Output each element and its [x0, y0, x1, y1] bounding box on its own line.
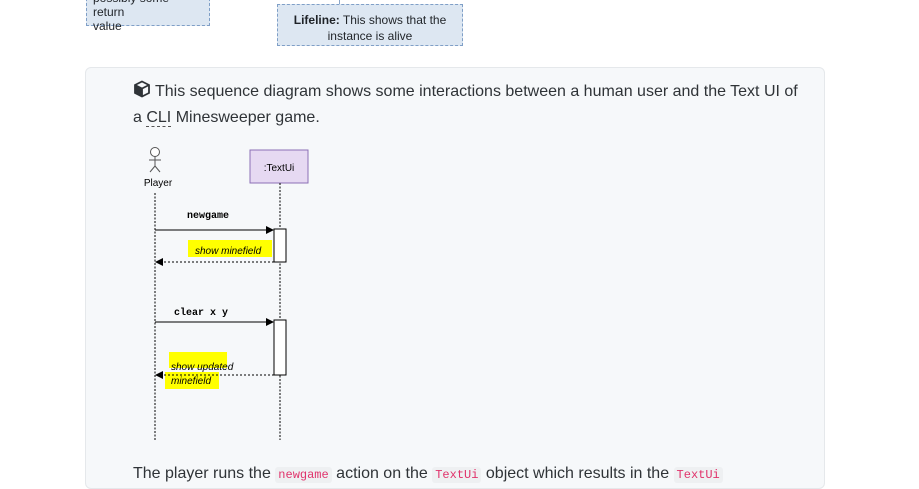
activation-bar-1 — [273, 228, 287, 263]
explanation-paragraph: The player runs the newgame action on th… — [133, 462, 833, 487]
return-show-updated: show updated — [171, 362, 234, 373]
highlight-return-2a — [169, 352, 227, 368]
lifeline-note-label: Lifeline: — [293, 13, 340, 27]
cli-abbreviation[interactable]: CLI — [146, 109, 172, 127]
explanation-text-3: object which results in the — [481, 465, 674, 482]
description-text-before: This sequence diagram shows some interac… — [133, 83, 798, 126]
sequence-diagram: Player :TextUi newgame show minefield cl… — [144, 147, 309, 440]
return-show-minefield: show minefield — [195, 246, 262, 257]
lifeline-note-connector — [339, 0, 340, 6]
code-textui-2: TextUi — [673, 467, 723, 483]
return-note-line2: value — [93, 19, 122, 33]
code-textui: TextUi — [432, 467, 482, 483]
textui-object-box — [249, 149, 309, 184]
message-newgame: newgame — [187, 211, 229, 222]
activation-bar-2 — [273, 319, 287, 376]
message-clear-x-y: clear x y — [174, 307, 228, 319]
code-newgame: newgame — [275, 467, 332, 483]
lifeline-note-text-1: This shows that the — [339, 13, 447, 27]
description-text-after: Minesweeper game. — [171, 109, 320, 126]
player-actor-icon — [149, 147, 161, 173]
explanation-text-2: action on the — [331, 465, 433, 482]
explanation-text-1: The player runs the — [133, 465, 276, 482]
lifeline-note: Lifeline: This shows that the instance i… — [277, 4, 463, 46]
highlight-return-2b — [165, 372, 219, 389]
cube-icon — [133, 80, 151, 106]
return-note-line1: possibly some return — [93, 0, 169, 19]
return-value-note: possibly some return value — [86, 0, 210, 33]
highlight-return-1 — [188, 240, 272, 257]
diagram-description: This sequence diagram shows some interac… — [133, 80, 808, 130]
actor-label: Player — [144, 178, 173, 189]
lifeline-note-text-2: instance is alive — [327, 29, 413, 43]
return-minefield: minefield — [171, 376, 211, 387]
object-label: :TextUi — [264, 163, 295, 174]
example-panel — [85, 67, 825, 489]
